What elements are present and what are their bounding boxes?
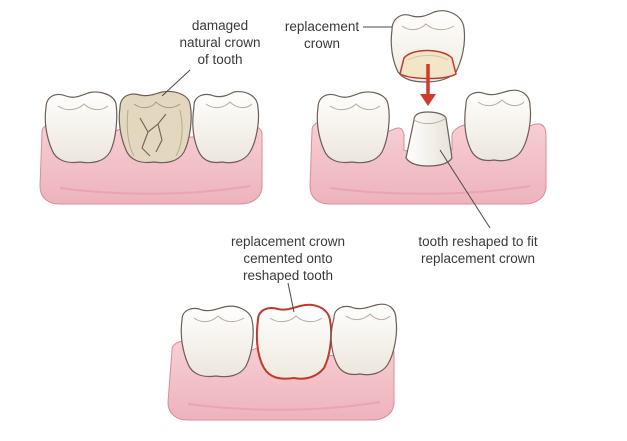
label-line: replacement crown	[230, 234, 346, 249]
leader-reshaped	[439, 149, 491, 229]
tooth-right-3	[330, 303, 398, 376]
panel-damaged	[39, 69, 263, 205]
label-line: reshaped tooth	[242, 268, 334, 283]
tooth-right-1	[192, 91, 260, 164]
label-line: crown	[303, 36, 340, 51]
cemented-crown	[255, 303, 333, 380]
label-damaged-crown: damaged natural crown of tooth	[168, 17, 272, 68]
label-replacement-crown: replacement crown	[276, 18, 368, 52]
damaged-tooth	[118, 90, 192, 164]
label-cemented-crown: replacement crown cemented onto reshaped…	[220, 233, 356, 284]
label-line: replacement crown	[420, 251, 536, 266]
panel-reshaped	[309, 10, 547, 229]
tooth-left-2	[316, 91, 390, 164]
tooth-left-1	[44, 91, 118, 164]
reshaped-stump	[405, 111, 453, 167]
floating-crown	[390, 10, 466, 83]
panel-cemented	[167, 282, 398, 421]
tooth-right-2	[464, 89, 532, 162]
arrow-down-icon	[420, 64, 436, 106]
leader-cemented	[287, 282, 295, 313]
leader-damaged	[161, 69, 191, 97]
tooth-left-3	[180, 305, 254, 378]
label-reshaped-tooth: tooth reshaped to fit replacement crown	[404, 233, 552, 267]
label-line: cemented onto	[243, 251, 333, 266]
label-line: natural crown	[179, 35, 261, 50]
label-line: damaged	[191, 18, 249, 33]
label-line: of tooth	[197, 52, 243, 67]
label-line: tooth reshaped to fit	[418, 234, 538, 249]
label-line: replacement	[284, 19, 360, 34]
